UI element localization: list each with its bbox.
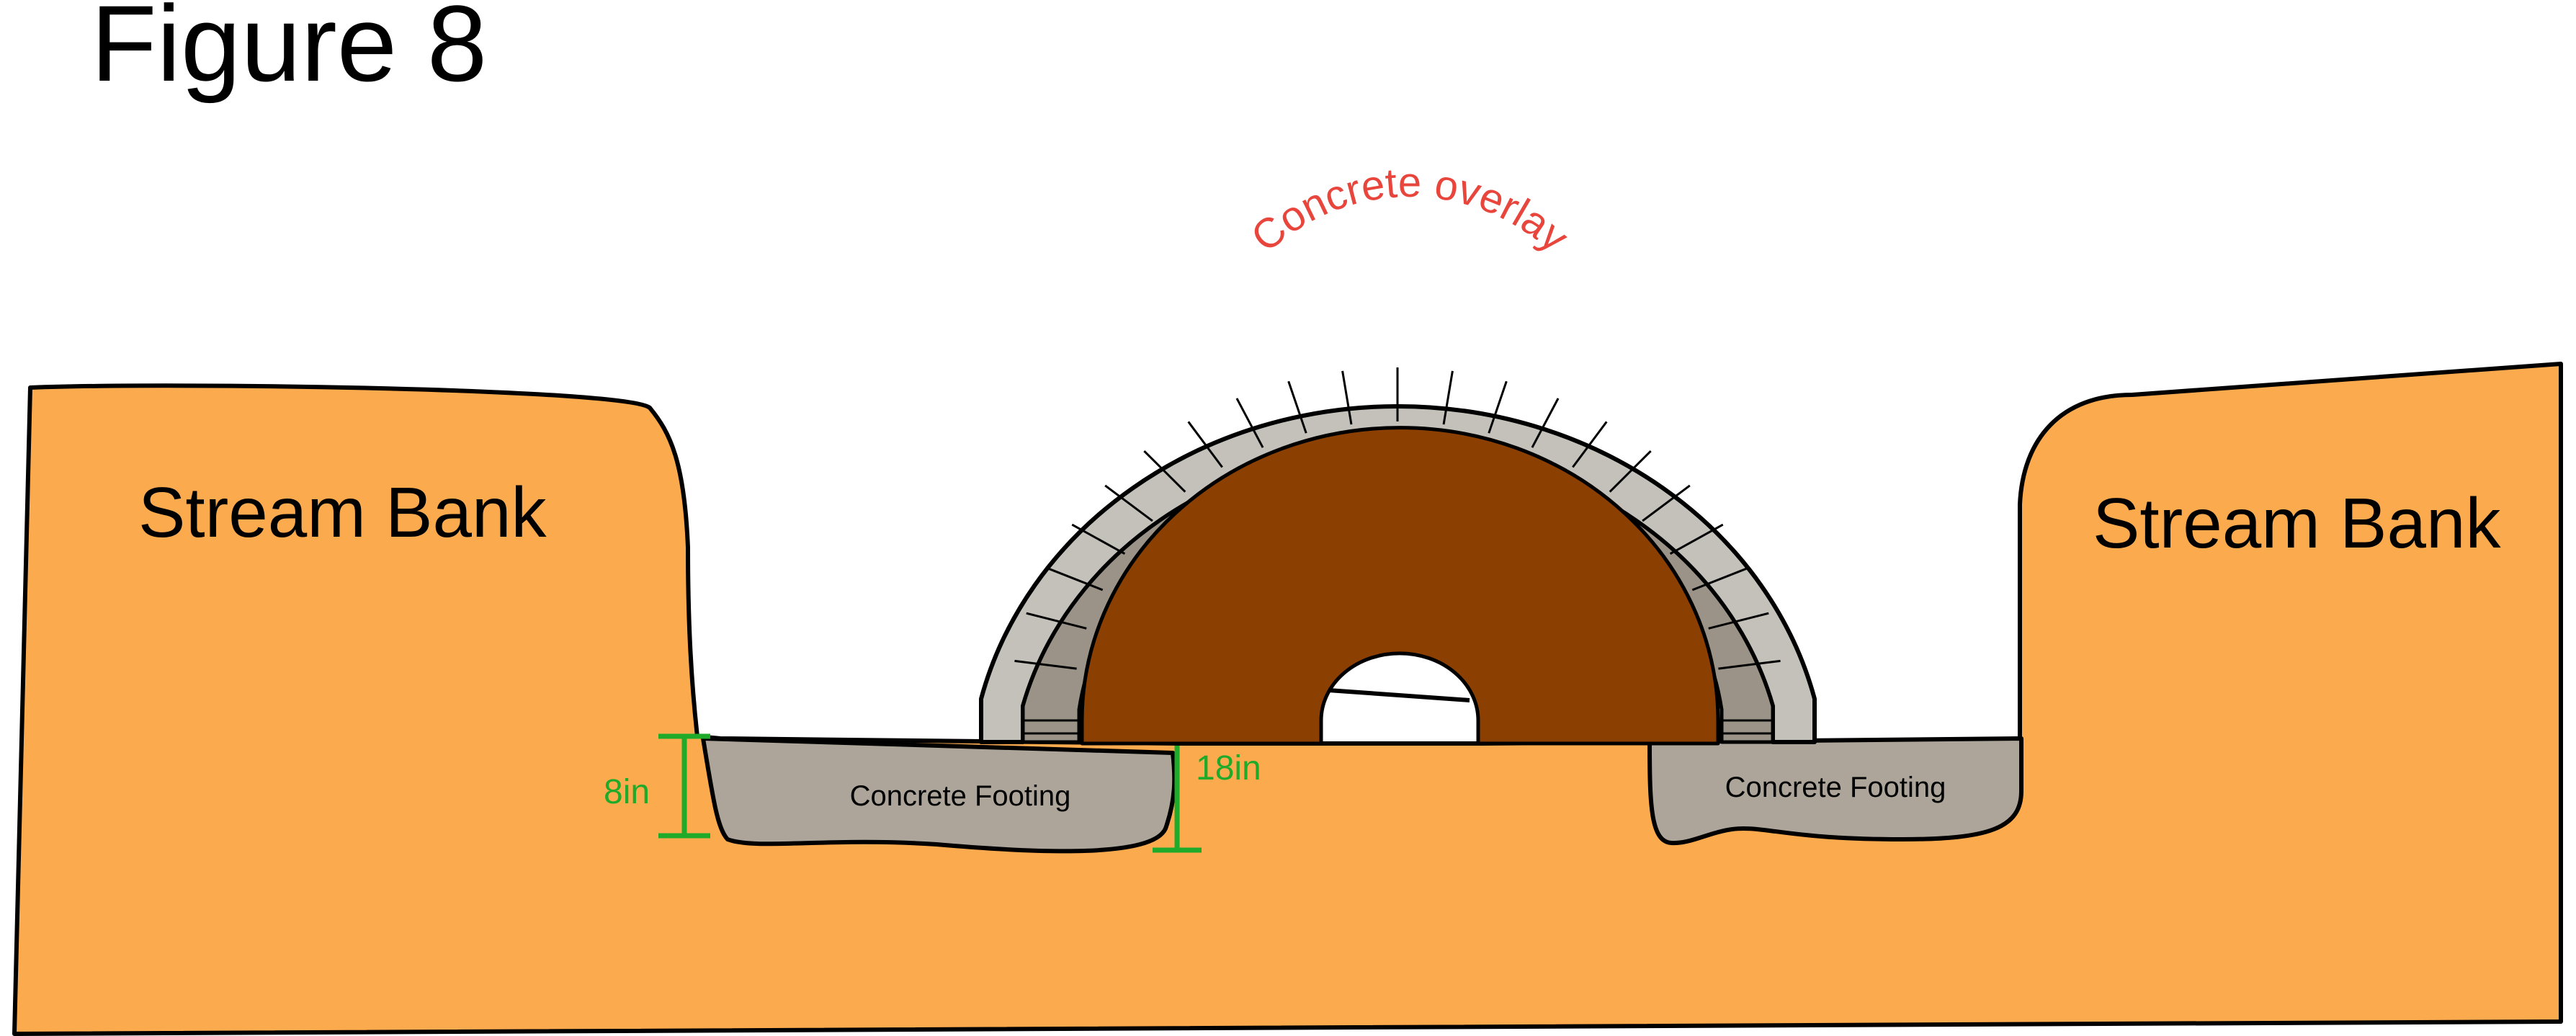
brick-joint [1071,523,1126,555]
figure-title: Figure 8 [91,0,487,104]
dimension-18in-label: 18in [1196,749,1261,787]
brick-joint [1609,450,1652,493]
brick-joint [1235,398,1264,448]
dimension-18in [1153,746,1202,853]
brick-joint [1708,612,1769,630]
brick-joint [1531,398,1560,448]
right-footing-label: Concrete Footing [1725,772,1946,803]
brick-joint [1488,380,1508,434]
brick-joint [1691,566,1750,591]
brick-joint [1572,421,1608,468]
brick-joint [1341,370,1353,425]
brick-joint [1642,484,1691,522]
left-footing [701,736,1177,854]
brick-joint [1045,566,1104,591]
brick-joint [1718,659,1781,670]
small-opening-ground [1328,688,1470,702]
brick-joint [1143,450,1186,493]
brick-joints [1014,367,1781,735]
right-footing [1647,736,2023,846]
brick-joint [1442,370,1454,425]
brick-joint [1026,612,1087,630]
brick-joint [1287,380,1307,434]
right-bank-label: Stream Bank [2093,483,2501,563]
overlay-label-path: Concrete overlay [1243,159,1578,261]
arch-fill [1080,426,1720,746]
brick-joint [1014,659,1077,670]
dimension-8in-label: 8in [604,773,650,811]
brick-joint [1669,523,1724,555]
brick-joint [1104,484,1153,522]
brick-joint [1187,421,1223,468]
overlay-label: Concrete overlay [1243,159,1578,261]
left-bank-label: Stream Bank [138,473,547,552]
ground [12,362,2563,1036]
left-footing-label: Concrete Footing [850,780,1071,812]
dimension-8in [658,733,710,839]
